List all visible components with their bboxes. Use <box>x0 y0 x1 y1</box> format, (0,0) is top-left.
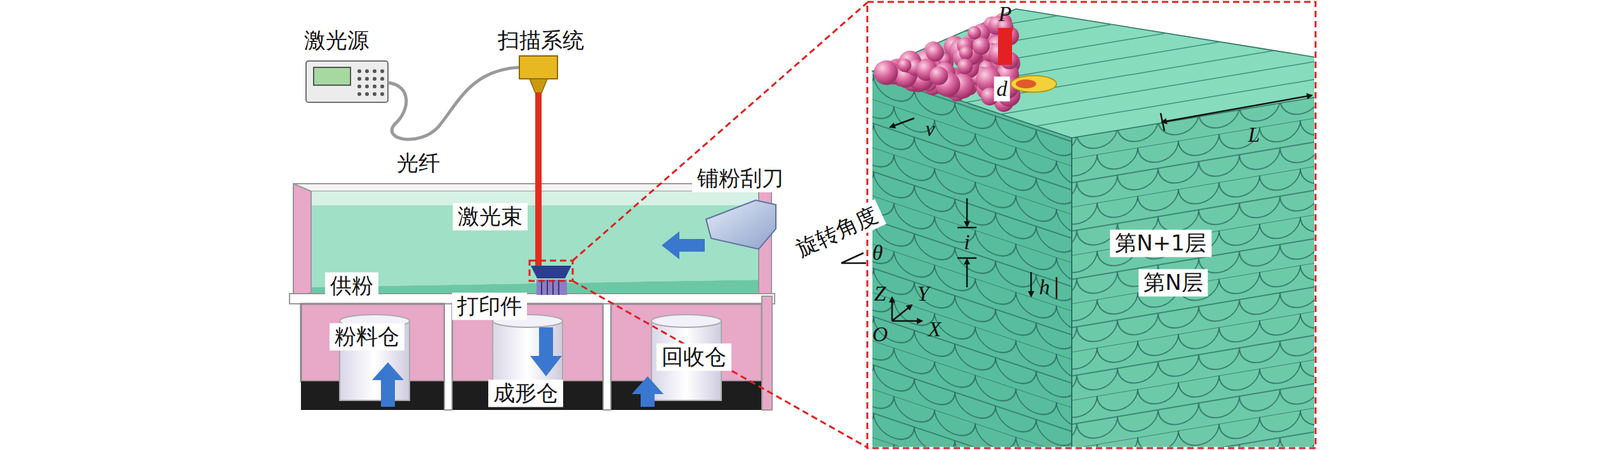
machine-body <box>289 183 775 410</box>
zoom-callout <box>529 2 868 447</box>
symbol-label: Y <box>917 280 930 306</box>
part-label: 打印件 <box>452 292 527 320</box>
part-label: 激光束 <box>452 202 528 230</box>
scan-track <box>868 3 1315 73</box>
scan-track <box>868 5 1315 91</box>
part-label: 扫描系统 <box>492 26 590 54</box>
part-label: 回收仓 <box>656 342 732 371</box>
symbol-label: d <box>994 76 1011 101</box>
symbol-label: i <box>963 229 970 254</box>
powder-particle <box>873 60 898 85</box>
part-label: 第N+1层 <box>1109 229 1212 257</box>
part-label: 第N层 <box>1138 268 1208 296</box>
symbol-label: X <box>928 316 942 341</box>
optical-fiber <box>387 67 520 140</box>
powder-particle <box>967 26 981 40</box>
symbol-label: v <box>925 116 935 141</box>
symbol-label: L <box>1248 121 1261 147</box>
part-label: 激光源 <box>299 26 374 54</box>
scan-track <box>868 58 1315 144</box>
symbol-label: Z <box>874 280 887 306</box>
powder-particle <box>957 58 973 74</box>
part-label: 成形仓 <box>488 379 564 407</box>
part-label: 旋转角度 <box>787 198 887 265</box>
powder-particle <box>925 43 945 62</box>
scanner-head <box>519 55 558 93</box>
part-label: 粉料仓 <box>329 322 405 350</box>
laser-beam <box>535 92 542 266</box>
powder-particle <box>959 45 974 60</box>
symbol-label: P <box>998 1 1013 27</box>
scan-track <box>868 22 1315 108</box>
recoater-blade <box>706 200 776 249</box>
part-label: 光纤 <box>391 149 446 177</box>
powder-particle <box>972 37 991 56</box>
laser-source <box>306 60 388 103</box>
scan-track <box>868 3 1315 37</box>
dimension-marks <box>841 95 1312 321</box>
symbol-label: θ <box>872 240 884 265</box>
scan-track <box>868 40 1315 126</box>
powder-particle <box>929 66 948 85</box>
powder-particle <box>897 58 912 72</box>
layered-block <box>868 3 1315 447</box>
scan-track <box>868 76 1315 162</box>
zoom-panel <box>867 1 1316 448</box>
symbol-label: O <box>872 321 889 347</box>
symbol-label: h <box>1039 274 1051 300</box>
part-label: 供粉 <box>325 271 379 300</box>
part-label: 铺粉刮刀 <box>692 164 789 192</box>
